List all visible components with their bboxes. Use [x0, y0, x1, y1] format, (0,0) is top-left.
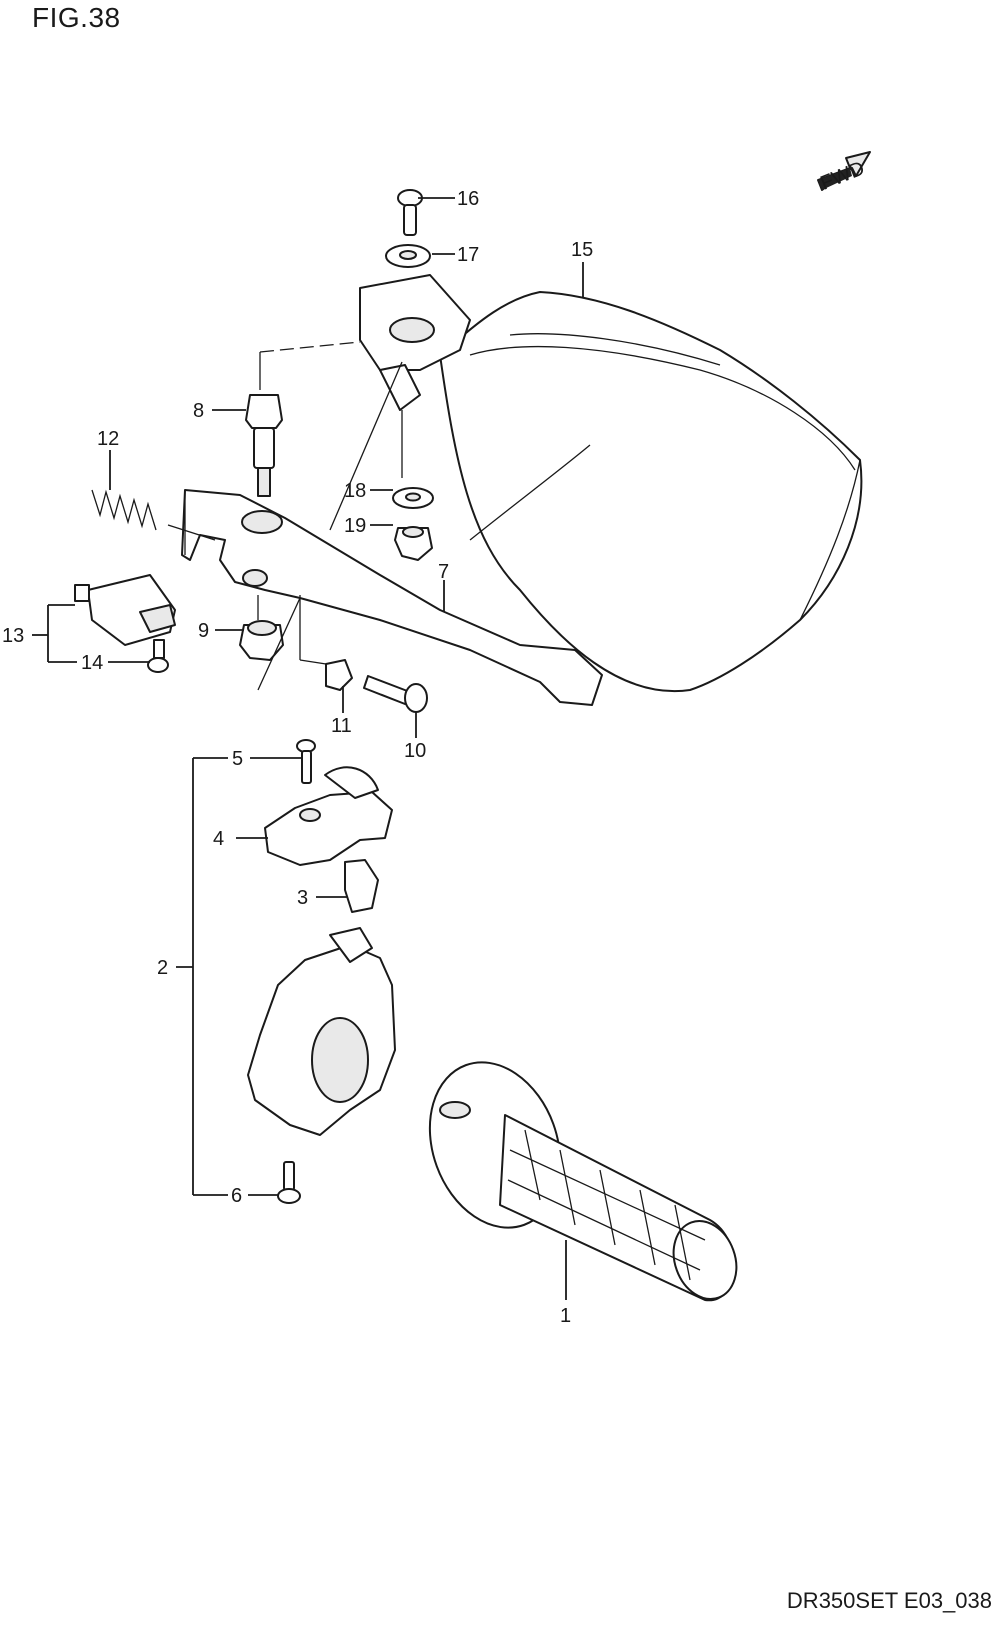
- callout-12: 12: [97, 428, 119, 450]
- callout-18: 18: [344, 480, 366, 502]
- washer-part-17: [385, 244, 431, 268]
- clamp-part-4: [264, 766, 393, 866]
- fwd-arrow-icon: FWD: [817, 151, 871, 195]
- grip-part-1: [428, 1061, 738, 1302]
- callout-1: 1: [560, 1305, 571, 1327]
- nut-part-11: [325, 659, 353, 691]
- bolt-part-10: [363, 675, 428, 713]
- figure-title: FIG.38: [32, 2, 121, 33]
- callout-8: 8: [193, 400, 204, 422]
- callout-10: 10: [404, 740, 426, 762]
- callout-5: 5: [232, 748, 243, 770]
- callout-15: 15: [571, 239, 593, 261]
- callout-13: 13: [2, 625, 24, 647]
- callout-9: 9: [198, 620, 209, 642]
- callout-17: 17: [457, 244, 479, 266]
- callout-3: 3: [297, 887, 308, 909]
- screw-part-6: [277, 1161, 301, 1204]
- nut-part-19: [394, 526, 433, 561]
- screw-part-14: [147, 639, 169, 673]
- callout-2: 2: [157, 957, 168, 979]
- lever-part-7: [181, 489, 603, 706]
- callout-11: 11: [331, 715, 352, 737]
- pivot-bolt-part-8: [245, 394, 283, 497]
- screw-part-16: [397, 189, 423, 236]
- callout-7: 7: [438, 561, 449, 583]
- callout-16: 16: [457, 188, 479, 210]
- collar-nut-part-9: [239, 620, 284, 661]
- switch-part-13: [74, 574, 176, 646]
- fwd-label: FWD: [817, 157, 867, 194]
- washer-part-18: [392, 487, 434, 509]
- hand-guard-part-15: [359, 274, 863, 693]
- leader-lines: [32, 197, 584, 1300]
- callout-19: 19: [344, 515, 366, 537]
- screw-part-5: [296, 739, 316, 784]
- callout-6: 6: [231, 1185, 242, 1207]
- throttle-housing-part-2: [247, 927, 396, 1136]
- clip-part-3: [344, 859, 379, 913]
- spring-part-12: [91, 489, 157, 531]
- callout-4: 4: [213, 828, 224, 850]
- diagram-code: DR350SET E03_038: [786, 1588, 992, 1613]
- callout-14: 14: [81, 652, 103, 674]
- callout-labels: 1 2 3 4 5 6 7 8 9 10 11 12 13 14 15 16 1…: [2, 188, 593, 1327]
